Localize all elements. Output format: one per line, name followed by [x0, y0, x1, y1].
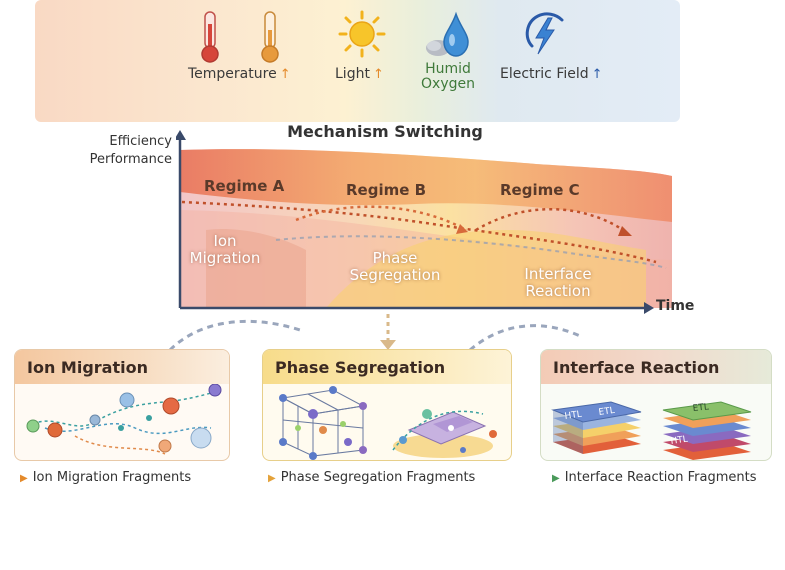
- regime-c-arc: [475, 207, 627, 234]
- layer-label-etl: ETL: [598, 406, 615, 418]
- increase-arrow-icon: ↑: [591, 67, 603, 82]
- fragments-ion-migration: ▶Ion Migration Fragments: [20, 470, 192, 485]
- fragments-interface-reaction: ▶Interface Reaction Fragments: [552, 470, 757, 485]
- triangle-bullet-icon: ▶: [20, 473, 28, 484]
- connector-interface-reaction: [469, 324, 581, 352]
- arrow-head-icon: [618, 226, 632, 236]
- increase-arrow-icon: ↑: [279, 67, 291, 82]
- regime-a-label: Regime A: [204, 177, 285, 195]
- interface-reaction-illustration: HTL ETL ETL HTL: [551, 401, 752, 460]
- connector-arrow-icon: [380, 340, 396, 350]
- y-axis-label: Efficiency Performance: [89, 134, 172, 167]
- stimuli-band: [35, 0, 680, 122]
- sun-icon: [338, 10, 386, 58]
- regime-b-arc: [295, 205, 467, 232]
- diagram-title: Mechanism Switching: [287, 122, 483, 141]
- triangle-bullet-icon: ▶: [268, 473, 276, 484]
- electric-field-label: Electric Field↑: [500, 66, 603, 82]
- phase-segregation-illustration: [279, 386, 497, 460]
- x-axis-arrow-icon: [644, 302, 654, 314]
- efficiency-trend-line: [181, 200, 657, 264]
- stimulus-humid-oxygen: Humid Oxygen: [0, 0, 500, 122]
- x-axis-label: Time: [656, 298, 695, 314]
- stimulus-temperature: Temperature↑: [0, 0, 330, 122]
- mechanism-ion-migration: Ion Migration: [189, 232, 261, 267]
- highlight-band: [326, 230, 646, 308]
- humid-oxygen-label: Humid Oxygen: [421, 61, 475, 92]
- thermometer-icon: [201, 11, 219, 63]
- temperature-label: Temperature↑: [188, 66, 291, 82]
- layer-stack-right: ETL HTL: [662, 401, 752, 460]
- panel-interface-reaction: Interface Reaction HTL ETL ETL HTL: [540, 349, 772, 461]
- connector-ion-migration: [168, 319, 301, 352]
- mechanism-interface-reaction: Interface Reaction: [524, 265, 592, 300]
- regime-b-label: Regime B: [346, 181, 427, 199]
- increase-arrow-icon: ↑: [372, 67, 384, 82]
- upper-band: [180, 149, 672, 222]
- layer-label-htl: HTL: [670, 435, 689, 447]
- fragments-phase-segregation: ▶Phase Segregation Fragments: [268, 470, 476, 485]
- layer-stack-left: HTL ETL: [551, 401, 642, 454]
- baseline-dashed-line: [275, 235, 667, 269]
- panel-phase-segregation: Phase Segregation: [262, 349, 512, 461]
- thermometer-icon: [261, 11, 279, 63]
- stimulus-light: Light↑: [0, 0, 420, 122]
- panel-title: Interface Reaction: [541, 350, 771, 384]
- panel-ion-migration: Ion Migration: [14, 349, 230, 461]
- mechanism-chart: [176, 130, 672, 314]
- regime-c-label: Regime C: [500, 181, 580, 199]
- ion-migration-zone: [206, 228, 306, 308]
- panel-connectors: [168, 314, 581, 352]
- stimulus-electric-field: Electric Field↑: [0, 0, 680, 122]
- panel-title: Phase Segregation: [263, 350, 511, 384]
- panel-title: Ion Migration: [15, 350, 229, 384]
- ion-migration-illustration: [26, 384, 222, 455]
- mechanism-phase-segregation: Phase Segregation: [349, 249, 441, 284]
- light-label: Light↑: [335, 66, 384, 82]
- triangle-bullet-icon: ▶: [552, 473, 560, 484]
- layer-label-htl: HTL: [564, 410, 583, 422]
- lightning-icon: [525, 12, 564, 55]
- water-drop-icon: [426, 11, 469, 57]
- arrow-head-icon: [456, 224, 468, 234]
- layer-label-etl: ETL: [692, 402, 709, 414]
- y-axis-arrow-icon: [176, 130, 186, 140]
